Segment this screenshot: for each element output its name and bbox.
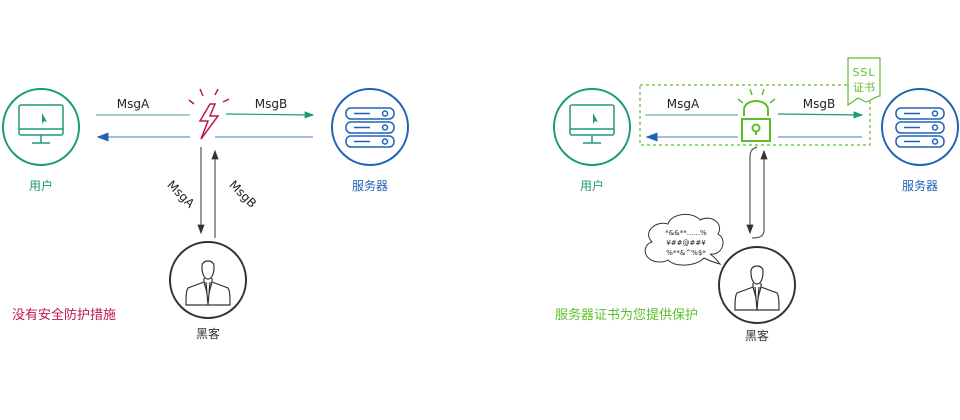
server-node: 服务器 [331, 88, 409, 193]
server-node: 服务器 [881, 88, 959, 193]
garbled-text-line: ¥##@##¥ [666, 239, 706, 247]
cert-ssl-text: SSL [852, 66, 875, 79]
right-panel: 用户 服务器 MsgA MsgB SSL 证书 *&&**......% [553, 57, 959, 343]
hacker-icon [734, 265, 780, 311]
hacker-label: 黑客 [196, 326, 220, 341]
server-label: 服务器 [902, 178, 938, 193]
msg-b-arrow [225, 111, 315, 119]
intercept-up-arrow [751, 149, 768, 239]
server-icon [345, 107, 395, 148]
msg-b-arrow [777, 111, 864, 119]
lightning-icon [188, 88, 230, 140]
intercept-msg-b: MsgB [226, 178, 259, 211]
server-icon [895, 107, 945, 148]
intercept-msg-a: MsgA [164, 178, 197, 211]
intercept-down-arrow [746, 146, 758, 235]
hacker-node: 黑客 [169, 241, 247, 341]
msg-b-label: MsgB [255, 97, 287, 111]
hacker-label: 黑客 [745, 328, 769, 343]
cert-label-text: 证书 [853, 81, 875, 94]
garbled-text-line: *&&**......% [665, 229, 707, 237]
msg-a-label: MsgA [667, 97, 700, 111]
msg-a-label: MsgA [117, 97, 150, 111]
garbled-speech-bubble: *&&**......% ¥##@##¥ %**&^%$* [644, 214, 724, 266]
msg-b-label: MsgB [803, 97, 835, 111]
user-label: 用户 [29, 178, 53, 193]
right-caption: 服务器证书为您提供保护 [555, 307, 698, 323]
lock-icon [737, 88, 776, 142]
ssl-certificate-icon: SSL 证书 [847, 57, 881, 107]
monitor-icon [18, 104, 64, 144]
user-node: 用户 [553, 88, 631, 193]
hacker-node: 黑客 [718, 246, 796, 343]
left-caption: 没有安全防护措施 [12, 307, 116, 323]
user-node: 用户 [2, 88, 80, 193]
left-panel: 用户 服务器 MsgA MsgB MsgA MsgB 黑客 没有安全防护措施 [2, 88, 409, 341]
monitor-icon [569, 104, 615, 144]
garbled-text-line: %**&^%$* [666, 249, 706, 257]
hacker-icon [185, 260, 231, 306]
server-label: 服务器 [352, 178, 388, 193]
user-label: 用户 [580, 178, 604, 193]
secure-channel-box [639, 84, 871, 146]
